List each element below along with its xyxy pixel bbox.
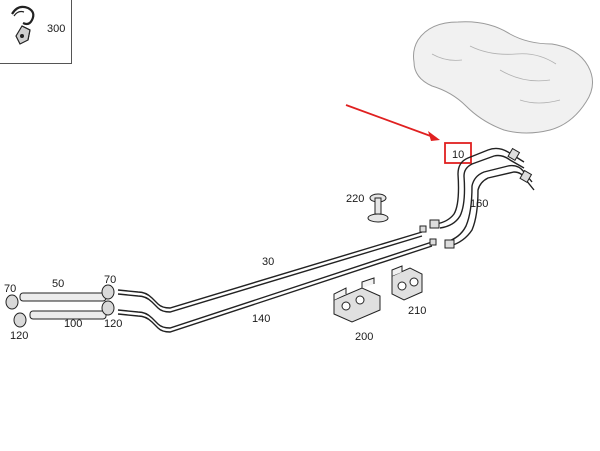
fuel-line-10 <box>435 147 535 247</box>
fuel-tank <box>413 21 593 134</box>
line-140-end <box>429 238 437 246</box>
fuel-line-ends <box>429 147 533 249</box>
callout-100: 100 <box>64 318 82 330</box>
fuel-line-30 <box>117 231 423 313</box>
callout-160: 160 <box>470 198 488 210</box>
clamp-200 <box>333 277 381 323</box>
clamps-70-120 <box>5 284 115 328</box>
callout-120-left: 120 <box>10 330 28 342</box>
highlight-box <box>444 142 472 164</box>
clamp-210 <box>391 265 423 301</box>
callout-10: 10 <box>452 149 464 161</box>
clip-icon <box>11 5 35 45</box>
callout-120-mid: 120 <box>104 318 122 330</box>
callout-220: 220 <box>346 193 364 205</box>
highlight-arrow <box>345 104 440 141</box>
hose-50 <box>19 292 107 302</box>
inset-panel: 300 <box>0 0 72 64</box>
callout-140: 140 <box>252 313 270 325</box>
callout-50: 50 <box>52 278 64 290</box>
callout-70-left: 70 <box>4 283 16 295</box>
callout-30: 30 <box>262 256 274 268</box>
callout-200: 200 <box>355 331 373 343</box>
fuel-line-140 <box>117 241 433 333</box>
line-30-end <box>419 225 427 233</box>
inset-part-number: 300 <box>47 23 66 35</box>
grommet-220 <box>367 193 389 223</box>
callout-70-mid: 70 <box>104 274 116 286</box>
callout-210: 210 <box>408 305 426 317</box>
